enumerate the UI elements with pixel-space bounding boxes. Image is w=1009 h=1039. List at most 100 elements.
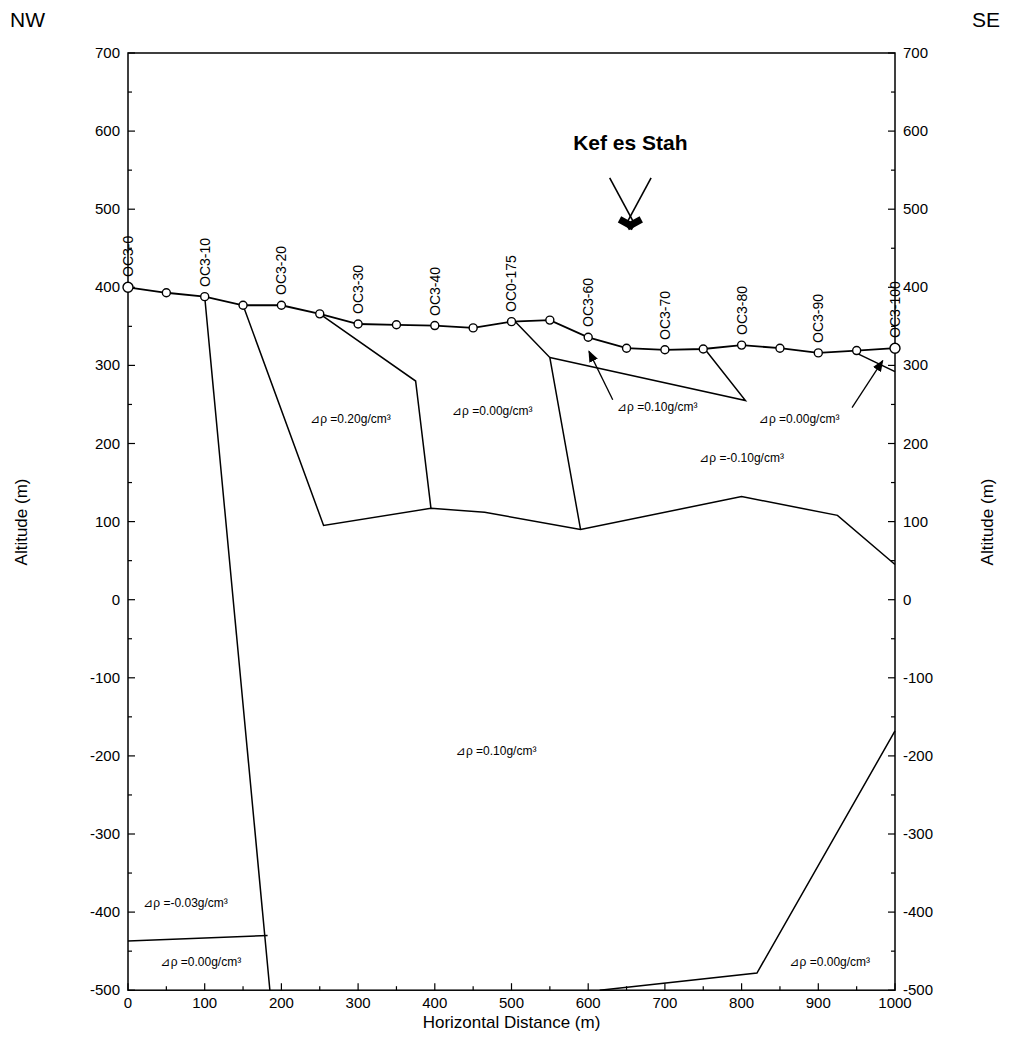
tick [891,638,895,639]
leader-arrow [852,361,883,408]
tick [888,443,895,444]
tick [319,986,320,990]
tick [888,52,895,53]
plot-frame [128,53,895,990]
crossed-hammers-symbol [610,178,651,230]
station-marker [814,349,822,357]
tick-label: 300 [346,994,371,1011]
tick [128,716,132,717]
tick [664,983,665,990]
tick [128,170,132,171]
tick [741,983,742,990]
tick-label: -300 [90,825,120,842]
boundary-line [320,314,431,508]
tick [891,91,895,92]
station-marker [277,301,285,309]
tick-label: 500 [499,994,524,1011]
tick-label: 600 [576,994,601,1011]
tick [779,986,780,990]
direction-label: NW [10,8,45,32]
tick [128,52,135,53]
tick [128,91,132,92]
direction-label: SE [972,8,1000,32]
tick-label: 500 [95,201,120,218]
station-name: OC3-40 [427,267,443,316]
tick [128,911,135,912]
tick [818,983,819,990]
tick [128,677,135,678]
tick-label: 300 [903,357,928,374]
tick-label: -400 [90,903,120,920]
tick [891,404,895,405]
station-marker [623,344,631,352]
station-marker [123,282,133,292]
site-name: Kef es Stah [573,131,687,155]
tick [127,983,128,990]
tick-label: 200 [903,435,928,452]
station-marker [392,321,400,329]
tick-label: -200 [903,747,933,764]
tick [891,482,895,483]
station-marker [853,347,861,355]
station-marker [546,316,554,324]
boundary-line [600,731,895,990]
tick-label: 600 [903,122,928,139]
tick-label: 400 [903,279,928,296]
tick [894,983,895,990]
station-name: OC3-90 [810,294,826,343]
density-contrast: ⊿ρ =0.10g/cm³ [455,745,538,759]
tick [128,990,135,991]
tick-label: 700 [95,44,120,61]
station-name: OC3-80 [734,286,750,335]
station-name: OC3-10 [197,238,213,287]
tick-label: 100 [903,513,928,530]
tick [888,521,895,522]
station-marker [316,310,324,318]
tick-label: 100 [95,513,120,530]
tick [358,983,359,990]
station-marker [738,341,746,349]
tick [204,983,205,990]
station-marker [201,293,209,301]
tick [511,983,512,990]
tick-label: 300 [95,357,120,374]
tick-label: 100 [192,994,217,1011]
station-name: OC3-70 [657,291,673,340]
density-contrast: ⊿ρ =0.00g/cm³ [758,413,841,427]
tick [128,872,132,873]
station-marker [508,318,516,326]
tick [434,983,435,990]
axis-title: Altitude (m) [978,478,998,565]
tick [128,209,135,210]
station-marker [239,301,247,309]
station-name: OC0-175 [503,255,519,312]
tick-label: 900 [806,994,831,1011]
density-contrast: ⊿ρ =0.00g/cm³ [789,956,872,970]
tick [128,131,135,132]
boundary-line [550,349,746,401]
tick [891,951,895,952]
tick [128,755,135,756]
axis-ticks [128,53,895,990]
tick-label: 0 [112,591,120,608]
density-contrast: ⊿ρ =0.00g/cm³ [160,956,243,970]
tick [128,794,132,795]
station-marker [354,320,362,328]
tick [128,365,135,366]
tick-label: 0 [124,994,132,1011]
station-marker [162,289,170,297]
tick [128,443,135,444]
tick [128,521,135,522]
tick [888,599,895,600]
station-marker [890,343,900,353]
tick [128,326,132,327]
hammer-head [618,216,635,230]
tick [888,131,895,132]
tick-label: -300 [903,825,933,842]
tick [891,794,895,795]
boundary-line [205,297,270,991]
density-contrast: ⊿ρ =0.00g/cm³ [451,405,534,419]
tick-label: 700 [652,994,677,1011]
tick [888,365,895,366]
